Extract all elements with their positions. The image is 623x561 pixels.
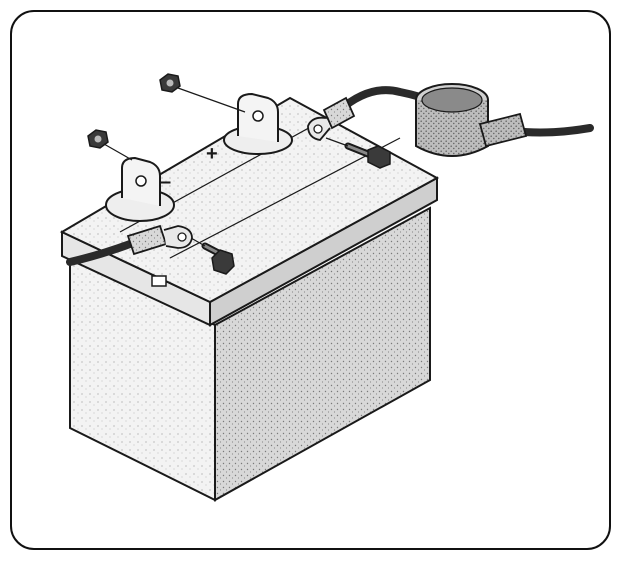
bolt-positive-icon bbox=[325, 137, 391, 169]
negative-cable bbox=[66, 224, 193, 266]
positive-terminal bbox=[223, 92, 293, 155]
bolt-negative-icon bbox=[190, 237, 235, 275]
battery-icon bbox=[59, 96, 440, 502]
positive-symbol: + bbox=[206, 143, 218, 165]
nut-right-icon bbox=[159, 73, 246, 113]
cable-clamp-icon bbox=[415, 83, 528, 157]
negative-terminal bbox=[105, 156, 175, 222]
negative-symbol: – bbox=[160, 171, 171, 193]
nut-left-icon bbox=[87, 129, 133, 161]
